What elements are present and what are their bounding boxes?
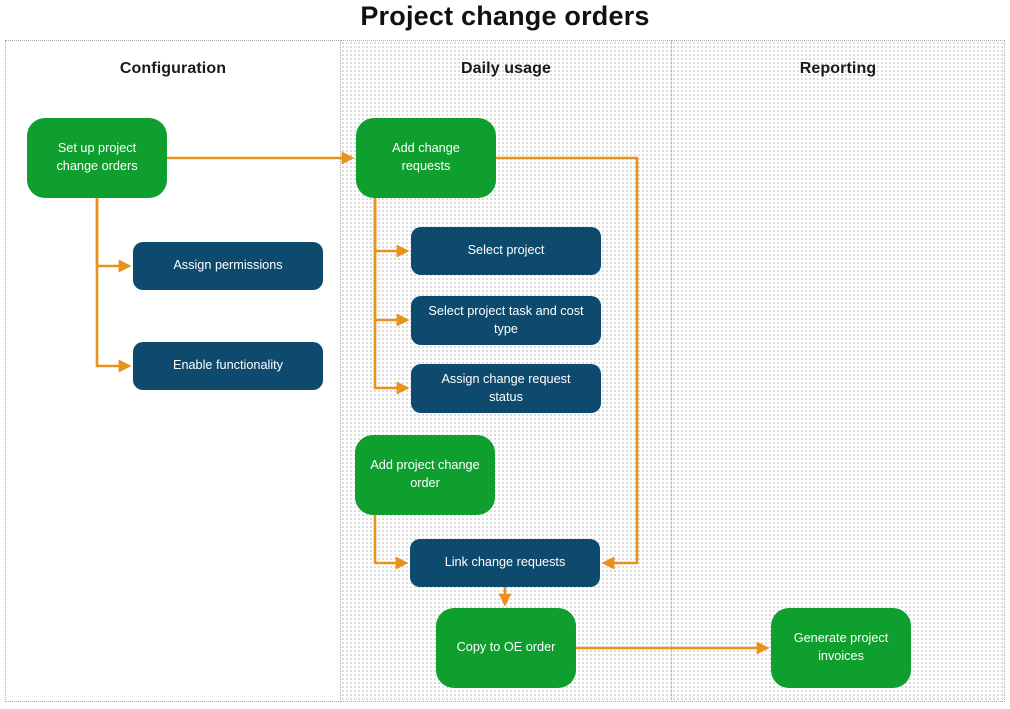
node-label: Set up project change orders (56, 141, 138, 173)
node-label: Add project change order (370, 458, 480, 490)
lane-title-daily-usage: Daily usage (460, 60, 552, 77)
node-enable-functionality: Enable functionality (133, 342, 323, 390)
node-label: Assign change request status (441, 371, 571, 404)
node-label: Generate project invoices (793, 631, 889, 663)
node-assign-permissions: Assign permissions (133, 242, 323, 290)
node-assign-change-request-status: Assign change request status (411, 364, 601, 413)
node-select-project-task-and-cost-type: Select project task and cost type (411, 296, 601, 345)
lane-reporting: Reporting (672, 40, 1005, 702)
node-label: Select project (467, 243, 545, 258)
node-add-project-change-order: Add project change order (355, 435, 495, 515)
swimlanes: Configuration Daily usage Reporting (5, 40, 1005, 702)
node-add-change-requests: Add change requests (356, 118, 496, 198)
lane-title-configuration: Configuration (119, 60, 227, 77)
node-select-project: Select project (411, 227, 601, 275)
node-label: Assign permissions (173, 258, 283, 273)
node-label: Copy to OE order (456, 640, 556, 655)
node-label: Select project task and cost type (428, 303, 584, 336)
node-label: Add change requests (392, 141, 460, 173)
lane-title-reporting: Reporting (799, 60, 877, 77)
diagram-title: Project change orders (360, 1, 650, 31)
node-label: Link change requests (444, 555, 566, 570)
node-link-change-requests: Link change requests (410, 539, 600, 587)
node-set-up-project-change-orders: Set up project change orders (27, 118, 167, 198)
node-generate-project-invoices: Generate project invoices (771, 608, 911, 688)
node-copy-to-oe-order: Copy to OE order (436, 608, 576, 688)
node-label: Enable functionality (172, 358, 284, 373)
